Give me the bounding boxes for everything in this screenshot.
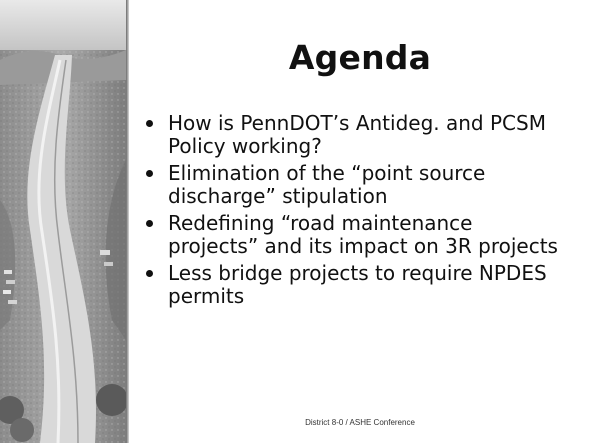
bullet-item: Less bridge projects to require NPDES pe… [146,262,566,308]
bullet-text: How is PennDOT’s Antideg. and PCSM Polic… [168,111,546,158]
slide-title: Agenda [288,38,432,77]
bullet-icon [146,270,153,277]
bullet-icon [146,120,153,127]
highway-photo [0,0,126,443]
bullet-icon [146,220,153,227]
photo-divider [126,0,129,443]
bullet-item: How is PennDOT’s Antideg. and PCSM Polic… [146,112,566,158]
bullet-item: Redefining “road maintenance projects” a… [146,212,566,258]
bullet-text: Less bridge projects to require NPDES pe… [168,261,547,308]
bullet-list: How is PennDOT’s Antideg. and PCSM Polic… [146,112,566,312]
bullet-text: Elimination of the “point source dischar… [168,161,486,208]
bullet-item: Elimination of the “point source dischar… [146,162,566,208]
bullet-icon [146,170,153,177]
slide-footer: District 8-0 / ASHE Conference [305,418,415,427]
bullet-text: Redefining “road maintenance projects” a… [168,211,558,258]
